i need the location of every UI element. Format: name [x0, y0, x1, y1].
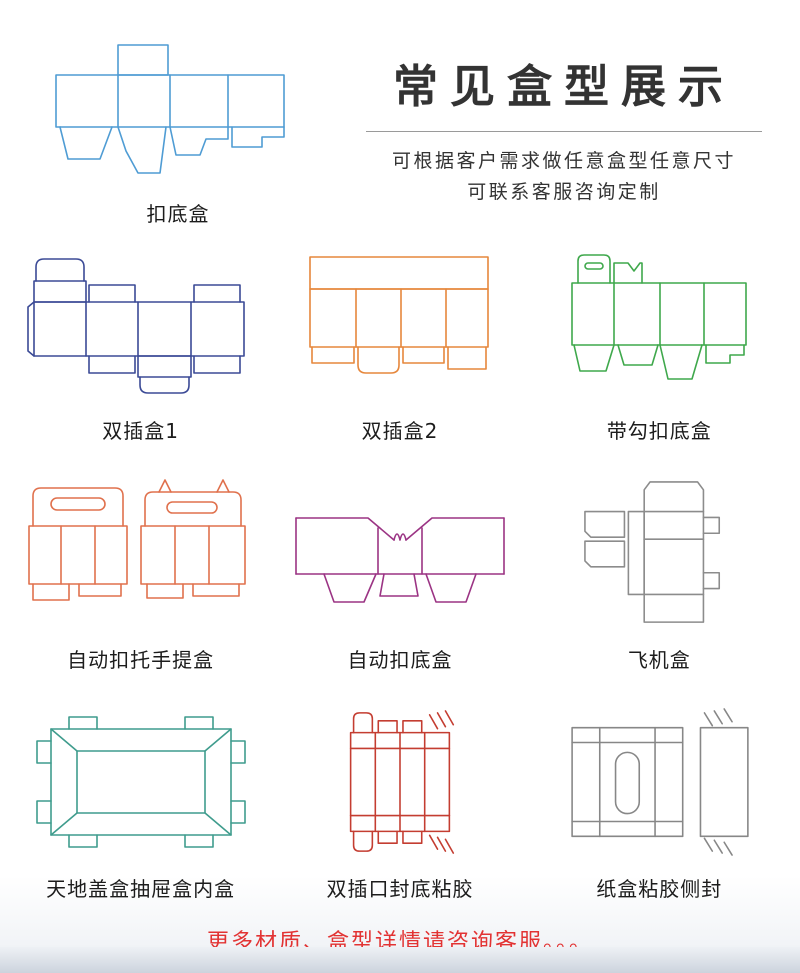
subtitle-line-1: 可根据客户需求做任意盒型任意尺寸: [391, 150, 736, 172]
box-label: 扣底盒: [146, 202, 210, 226]
header-section: 扣底盒 常见盒型展示 可根据客户需求做任意盒型任意尺寸 可联系客服咨询定制: [0, 0, 800, 227]
subtitle-line-2: 可联系客服咨询定制: [467, 181, 661, 204]
box-cell-lid-base-drawer-inner-box: 天地盖盒抽屉盒内盒: [14, 703, 267, 902]
dieline-hook-buckle-bottom-box: [533, 245, 786, 403]
box-cell-double-tuck-glued-bottom: 双插口封底粘胶: [273, 703, 526, 902]
box-grid: 双插盒1 双插: [0, 245, 800, 902]
dieline-double-tuck-glued-bottom: [273, 703, 526, 861]
dieline-glued-side-seal-box: [533, 703, 786, 861]
box-label: 带勾扣底盒: [606, 419, 712, 443]
box-label: 飞机盒: [627, 648, 691, 672]
box-cell-hook-buckle-bottom-box: 带勾扣底盒: [533, 245, 786, 444]
box-label: 天地盖盒抽屉盒内盒: [46, 877, 236, 901]
dieline-double-tuck-box-1: [14, 245, 267, 403]
page-title: 常见盒型展示: [392, 60, 735, 113]
title-block: 常见盒型展示 可根据客户需求做任意盒型任意尺寸 可联系客服咨询定制: [328, 34, 772, 227]
box-cell-double-tuck-box-2: 双插盒2: [273, 245, 526, 444]
dieline-double-tuck-box-2: [273, 245, 526, 403]
box-label: 自动扣底盒: [347, 648, 453, 672]
box-cell-airplane-box: 飞机盒: [533, 474, 786, 673]
box-cell-auto-lock-bottom-box: 自动扣底盒: [273, 474, 526, 673]
dieline-auto-lock-handle-box: [14, 474, 267, 632]
box-label: 双插盒2: [361, 419, 439, 443]
box-cell-auto-lock-handle-box: 自动扣托手提盒: [14, 474, 267, 673]
box-cell-double-tuck-box-1: 双插盒1: [14, 245, 267, 444]
dieline-auto-lock-bottom-box: [273, 474, 526, 632]
dieline-airplane-box: [533, 474, 786, 632]
box-label: 纸盒粘胶侧封: [596, 877, 723, 901]
box-label: 双插盒1: [102, 419, 180, 443]
box-label: 自动扣托手提盒: [67, 648, 215, 672]
dieline-lid-base-drawer-inner-box: [14, 703, 267, 861]
box-cell-glued-side-seal-box: 纸盒粘胶侧封: [533, 703, 786, 902]
box-label: 双插口封底粘胶: [326, 877, 474, 901]
dieline-buckle-bottom-box: [28, 34, 328, 186]
title-divider: [366, 131, 762, 132]
box-cell-buckle-bottom-box: 扣底盒: [28, 34, 328, 227]
footer-band: [0, 947, 800, 973]
